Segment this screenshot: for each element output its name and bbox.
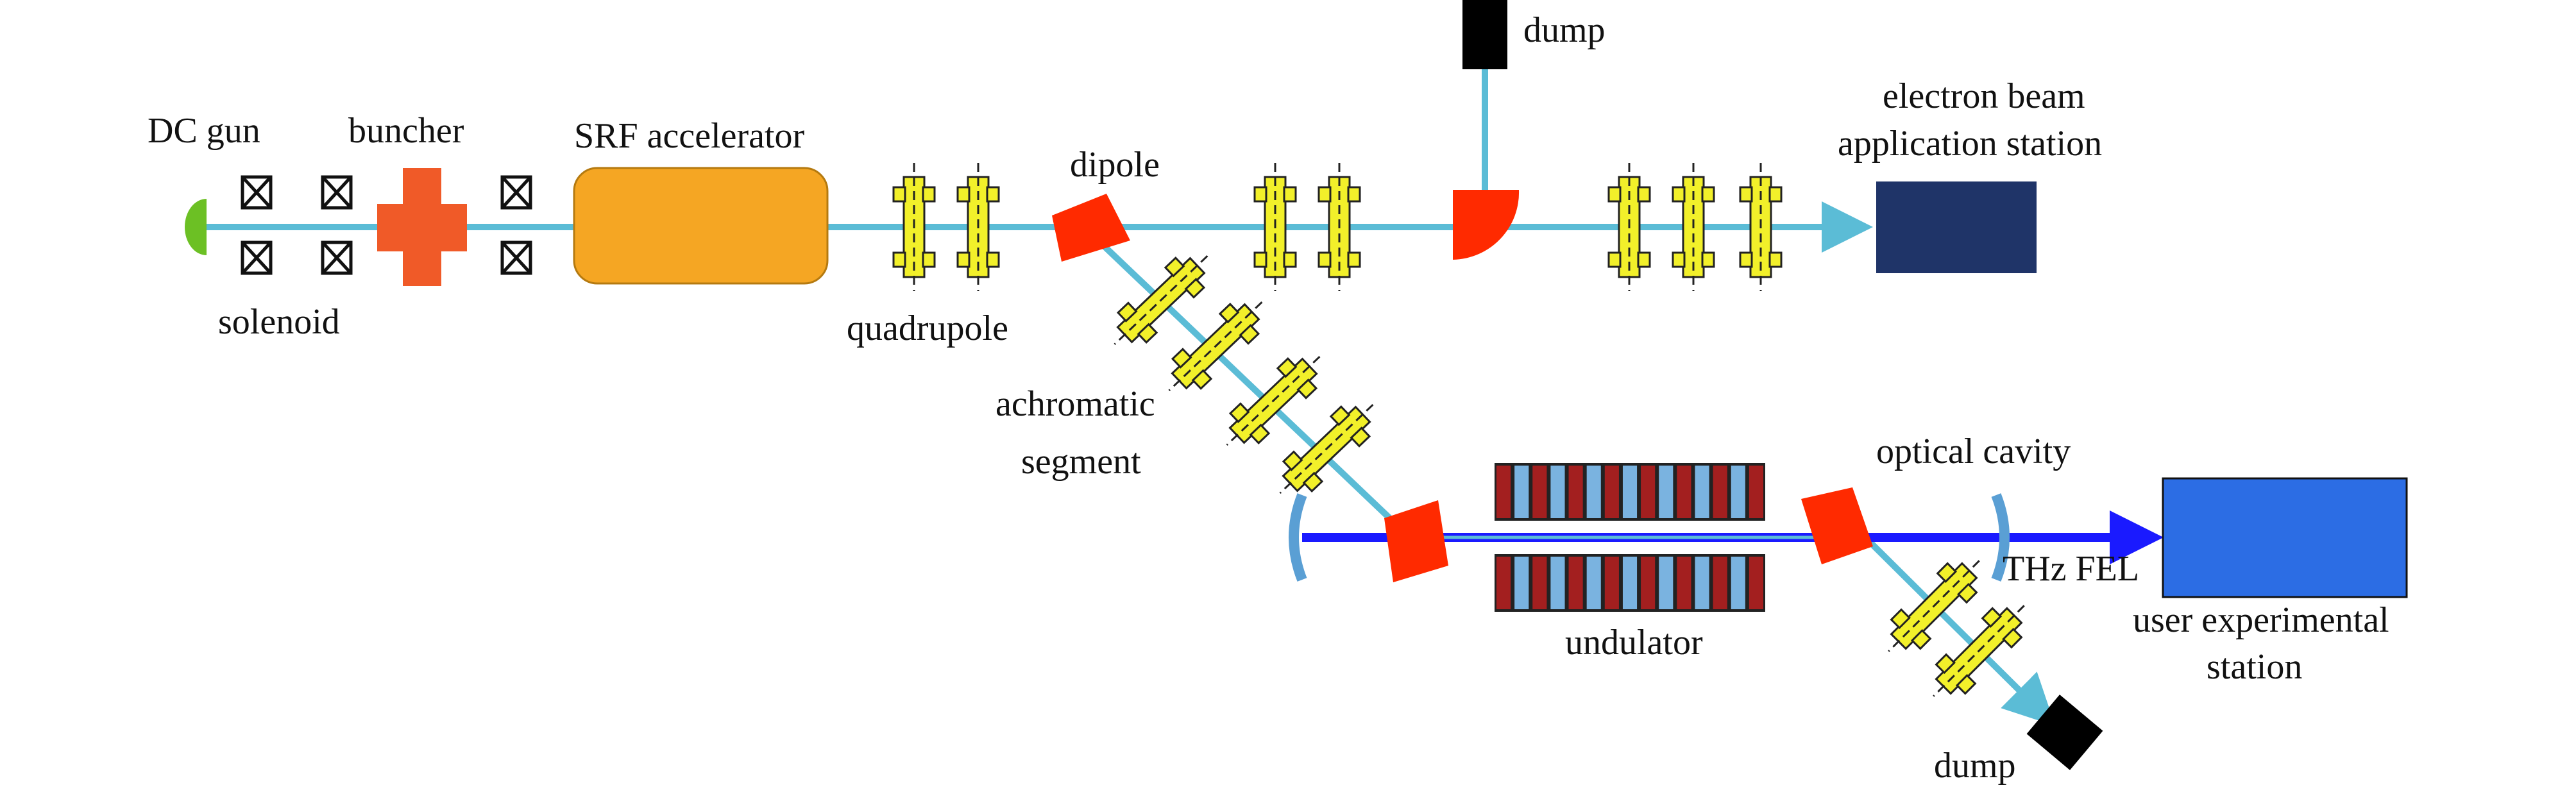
undulator-magnet-pole: [1550, 466, 1565, 518]
undulator-magnet-pole: [1641, 466, 1656, 518]
label-optical-cavity: optical cavity: [1876, 432, 2071, 471]
achromatic-quad-4: [1265, 389, 1388, 509]
undulator-magnet-pole: [1550, 557, 1565, 609]
solenoid-2-bottom: [323, 242, 351, 273]
undulator-magnet-pole: [1514, 557, 1529, 609]
electron-beam-application-station: [1876, 181, 2037, 273]
label-buncher: buncher: [348, 111, 464, 151]
cavity-mirror-right: [1991, 493, 2010, 582]
srf-accelerator: [573, 167, 829, 285]
label-quadrupole: quadrupole: [847, 308, 1008, 348]
undulator-magnet-pole: [1677, 557, 1691, 609]
label-achromatic-line2: segment: [1021, 442, 1141, 482]
undulator-magnet-pole: [1695, 466, 1709, 518]
dipole-dump-bend: [1453, 190, 1520, 260]
label-undulator: undulator: [1565, 623, 1703, 662]
achromatic-quad-3: [1212, 341, 1335, 461]
undulator-magnet-pole: [1731, 466, 1745, 518]
label-electron-beam-line1: electron beam: [1883, 76, 2085, 116]
user-experimental-station: [2162, 477, 2408, 598]
solenoid-2-top: [323, 177, 351, 208]
label-dump-top: dump: [1523, 10, 1606, 50]
label-user-station-line1: user experimental: [2133, 600, 2389, 640]
dc-gun: [185, 199, 207, 255]
solenoid-1-top: [242, 177, 271, 208]
dipole-undulator-exit: [1801, 487, 1873, 564]
undulator-magnet-pole: [1749, 557, 1763, 609]
label-user-station-line2: station: [2207, 647, 2302, 687]
dump-top: [1462, 0, 1507, 69]
solenoid-3-top: [502, 177, 530, 208]
label-dump-bottom: dump: [1934, 746, 2016, 786]
label-electron-beam-line2: application station: [1838, 124, 2102, 164]
undulator-magnet-pole: [1514, 466, 1529, 518]
solenoid-3-bottom: [502, 242, 530, 273]
undulator-magnet-pole: [1713, 557, 1727, 609]
undulator-bottom-array: [1495, 554, 1765, 612]
cavity-mirror-left: [1289, 493, 1307, 582]
undulator-magnet-pole: [1749, 466, 1763, 518]
label-solenoid: solenoid: [218, 302, 340, 342]
undulator-magnet-pole: [1622, 557, 1638, 609]
label-dipole: dipole: [1070, 145, 1160, 185]
label-srf-accelerator: SRF accelerator: [574, 116, 805, 156]
undulator-magnet-pole: [1586, 466, 1601, 518]
undulator-magnet-pole: [1532, 466, 1547, 518]
undulator-top-array: [1495, 463, 1765, 521]
label-achromatic-line1: achromatic: [996, 384, 1155, 424]
beam-to-bottom-dump: [1863, 535, 2056, 727]
undulator-magnet-pole: [1532, 557, 1547, 609]
undulator-magnet-pole: [1496, 466, 1511, 518]
label-dc-gun: DC gun: [148, 111, 260, 151]
undulator-magnet-pole: [1713, 466, 1727, 518]
undulator-magnet-pole: [1659, 466, 1674, 518]
undulator-magnet-pole: [1604, 466, 1619, 518]
label-thz-fel: THz FEL: [2003, 549, 2139, 589]
undulator-magnet-pole: [1604, 557, 1619, 609]
undulator-magnet-pole: [1622, 466, 1638, 518]
dipole-undulator-entrance: [1384, 500, 1448, 582]
buncher: [377, 168, 467, 286]
undulator-magnet-pole: [1586, 557, 1601, 609]
undulator-magnet-pole: [1677, 466, 1691, 518]
achromatic-beam-line: [1081, 224, 1412, 540]
undulator-magnet-pole: [1695, 557, 1709, 609]
undulator-magnet-pole: [1568, 466, 1583, 518]
undulator-magnet-pole: [1641, 557, 1656, 609]
undulator-magnet-pole: [1659, 557, 1674, 609]
undulator-magnet-pole: [1496, 557, 1511, 609]
dipole-main: [1052, 194, 1130, 262]
undulator-magnet-pole: [1568, 557, 1583, 609]
solenoid-1-bottom: [242, 242, 271, 273]
undulator-magnet-pole: [1731, 557, 1745, 609]
achromatic-quad-2: [1154, 286, 1277, 407]
dump-bottom: [2026, 695, 2103, 770]
